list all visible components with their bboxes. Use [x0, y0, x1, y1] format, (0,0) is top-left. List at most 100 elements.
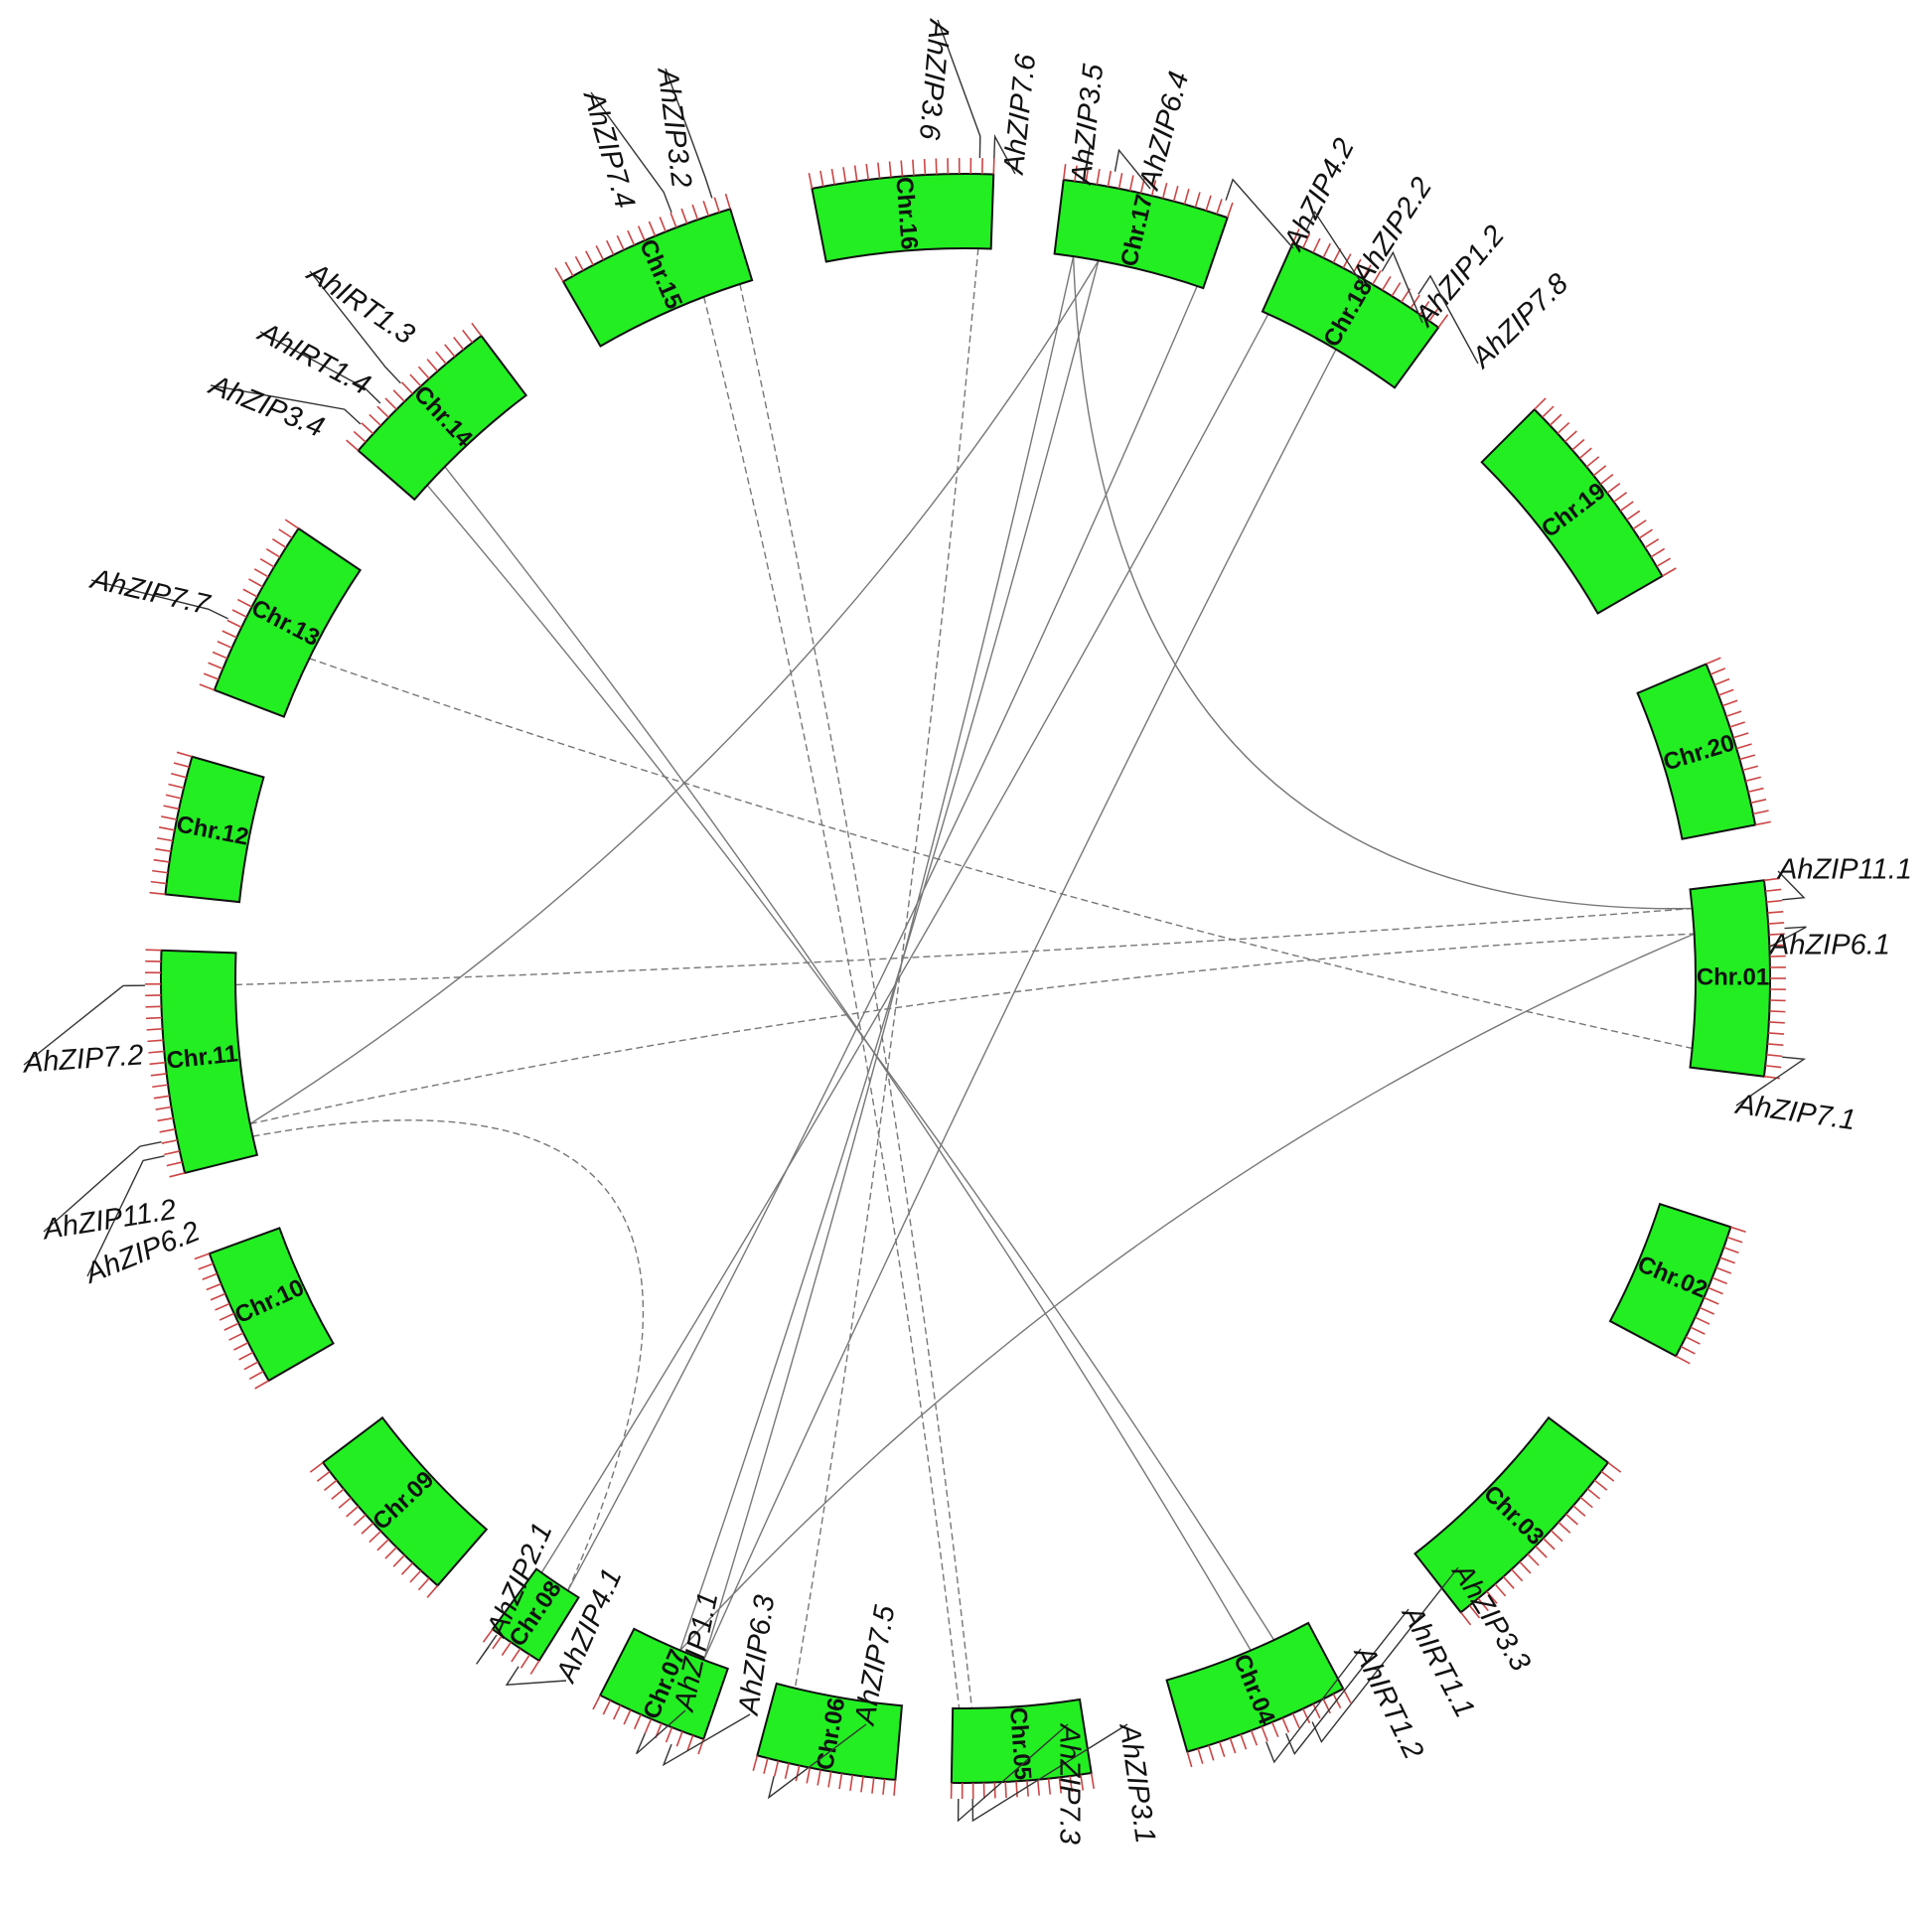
scale-tick — [163, 805, 180, 811]
gene-leader-line — [43, 1141, 162, 1233]
gene-leader-line — [309, 270, 401, 384]
scale-tick — [1150, 180, 1157, 197]
gene-leader-line — [476, 1634, 498, 1665]
scale-tick — [376, 1539, 389, 1551]
gene-label: AhZIP3.6 — [913, 17, 956, 142]
scale-tick — [1767, 1043, 1784, 1046]
scale-tick — [1739, 754, 1756, 761]
scale-tick — [680, 208, 688, 224]
scale-tick — [242, 588, 258, 598]
scale-tick — [253, 568, 269, 578]
chromosome-block — [1480, 407, 1664, 615]
synteny-link — [309, 658, 1693, 1050]
scale-tick — [1062, 164, 1067, 181]
scale-tick — [284, 518, 299, 529]
scale-tick — [1626, 510, 1641, 521]
scale-tick — [1685, 1336, 1701, 1345]
scale-tick — [462, 329, 474, 344]
scale-tick — [888, 161, 892, 178]
scale-tick — [150, 880, 167, 885]
scale-tick — [1732, 732, 1749, 739]
scale-tick — [882, 1778, 886, 1795]
scale-tick — [346, 439, 360, 452]
gene-label: AhZIP6.1 — [1768, 930, 1890, 961]
gene-ahzip3-5: AhZIP3.5 — [1066, 62, 1111, 187]
scale-tick — [338, 1497, 352, 1509]
gene-leader-line — [1311, 1566, 1459, 1743]
gene-leader-line — [590, 91, 672, 214]
scale-tick — [724, 193, 731, 210]
scale-tick — [1699, 1306, 1715, 1315]
scale-tick — [1558, 1521, 1571, 1534]
scale-tick — [1619, 501, 1634, 512]
scale-tick — [1719, 1256, 1735, 1264]
scale-tick — [808, 173, 814, 190]
scale-tick — [194, 1253, 211, 1260]
synteny-link — [1072, 256, 1693, 910]
scale-tick — [1312, 237, 1321, 253]
scale-tick — [1036, 1779, 1040, 1796]
gene-label: AhZIP3.2 — [651, 65, 697, 190]
scale-tick — [148, 1050, 165, 1054]
scale-tick — [157, 1116, 174, 1122]
gene-leader-line — [1114, 148, 1151, 190]
scale-tick — [1579, 1496, 1593, 1509]
scale-tick — [206, 1282, 222, 1291]
synteny-link — [252, 1119, 645, 1591]
scale-tick — [482, 1628, 494, 1643]
gene-leader-line — [937, 19, 981, 159]
scale-tick — [1745, 776, 1761, 783]
scale-tick — [210, 1292, 226, 1301]
scale-tick — [992, 158, 995, 175]
scale-tick — [417, 366, 430, 379]
scale-tick — [564, 261, 574, 277]
scale-tick — [1468, 1604, 1481, 1619]
scale-tick — [259, 557, 275, 568]
scale-tick — [1593, 1479, 1608, 1491]
scale-tick — [1128, 175, 1134, 192]
synteny-link — [249, 259, 1100, 1125]
gene-leader-line — [662, 1713, 751, 1767]
scale-tick — [392, 389, 405, 402]
gene-ahzip7-7: AhZIP7.7 — [86, 563, 228, 622]
scale-tick — [1477, 1597, 1489, 1612]
scale-tick — [168, 783, 185, 790]
scale-tick — [400, 1561, 414, 1575]
scale-tick — [702, 201, 710, 217]
scale-tick — [1226, 202, 1234, 219]
synteny-link — [702, 349, 1337, 1661]
chromosome-chr-16: Chr.16 — [808, 158, 995, 263]
chromosome-block — [950, 1698, 1093, 1784]
chromosome-chr-06: Chr.06 — [752, 1682, 904, 1796]
scale-tick — [1765, 1064, 1782, 1069]
scale-tick — [353, 430, 367, 443]
scale-tick — [1391, 282, 1402, 297]
scale-tick — [1711, 1276, 1727, 1285]
chromosome-chr-14: Chr.14 — [346, 322, 528, 502]
scale-tick — [1564, 1513, 1578, 1526]
scale-tick — [1763, 877, 1780, 882]
scale-tick — [871, 1777, 875, 1794]
gene-label: AhZIP3.4 — [204, 369, 329, 444]
scale-tick — [819, 170, 824, 187]
scale-tick — [1270, 1721, 1279, 1737]
scale-tick — [648, 221, 657, 236]
gene-label: AhZIP3.1 — [1113, 1720, 1161, 1846]
scale-tick — [170, 772, 187, 779]
chromosome-block — [1636, 663, 1757, 840]
gene-ahzip6-4: AhZIP6.4 — [1114, 69, 1195, 195]
scale-tick — [1183, 188, 1190, 205]
gene-leader-line — [767, 1723, 867, 1800]
scale-tick — [1186, 1751, 1193, 1768]
scale-tick — [202, 1272, 218, 1280]
scale-tick — [923, 158, 927, 176]
chromosome-block — [1608, 1202, 1732, 1358]
synteny-link — [679, 260, 1100, 1651]
scale-tick — [602, 1699, 612, 1715]
scale-tick — [215, 1302, 230, 1311]
chromosome-chr-04: Chr.04 — [1165, 1621, 1352, 1768]
scale-tick — [435, 351, 447, 365]
scale-tick — [865, 163, 869, 181]
scale-tick — [612, 1704, 622, 1720]
scale-tick — [1261, 1725, 1268, 1742]
